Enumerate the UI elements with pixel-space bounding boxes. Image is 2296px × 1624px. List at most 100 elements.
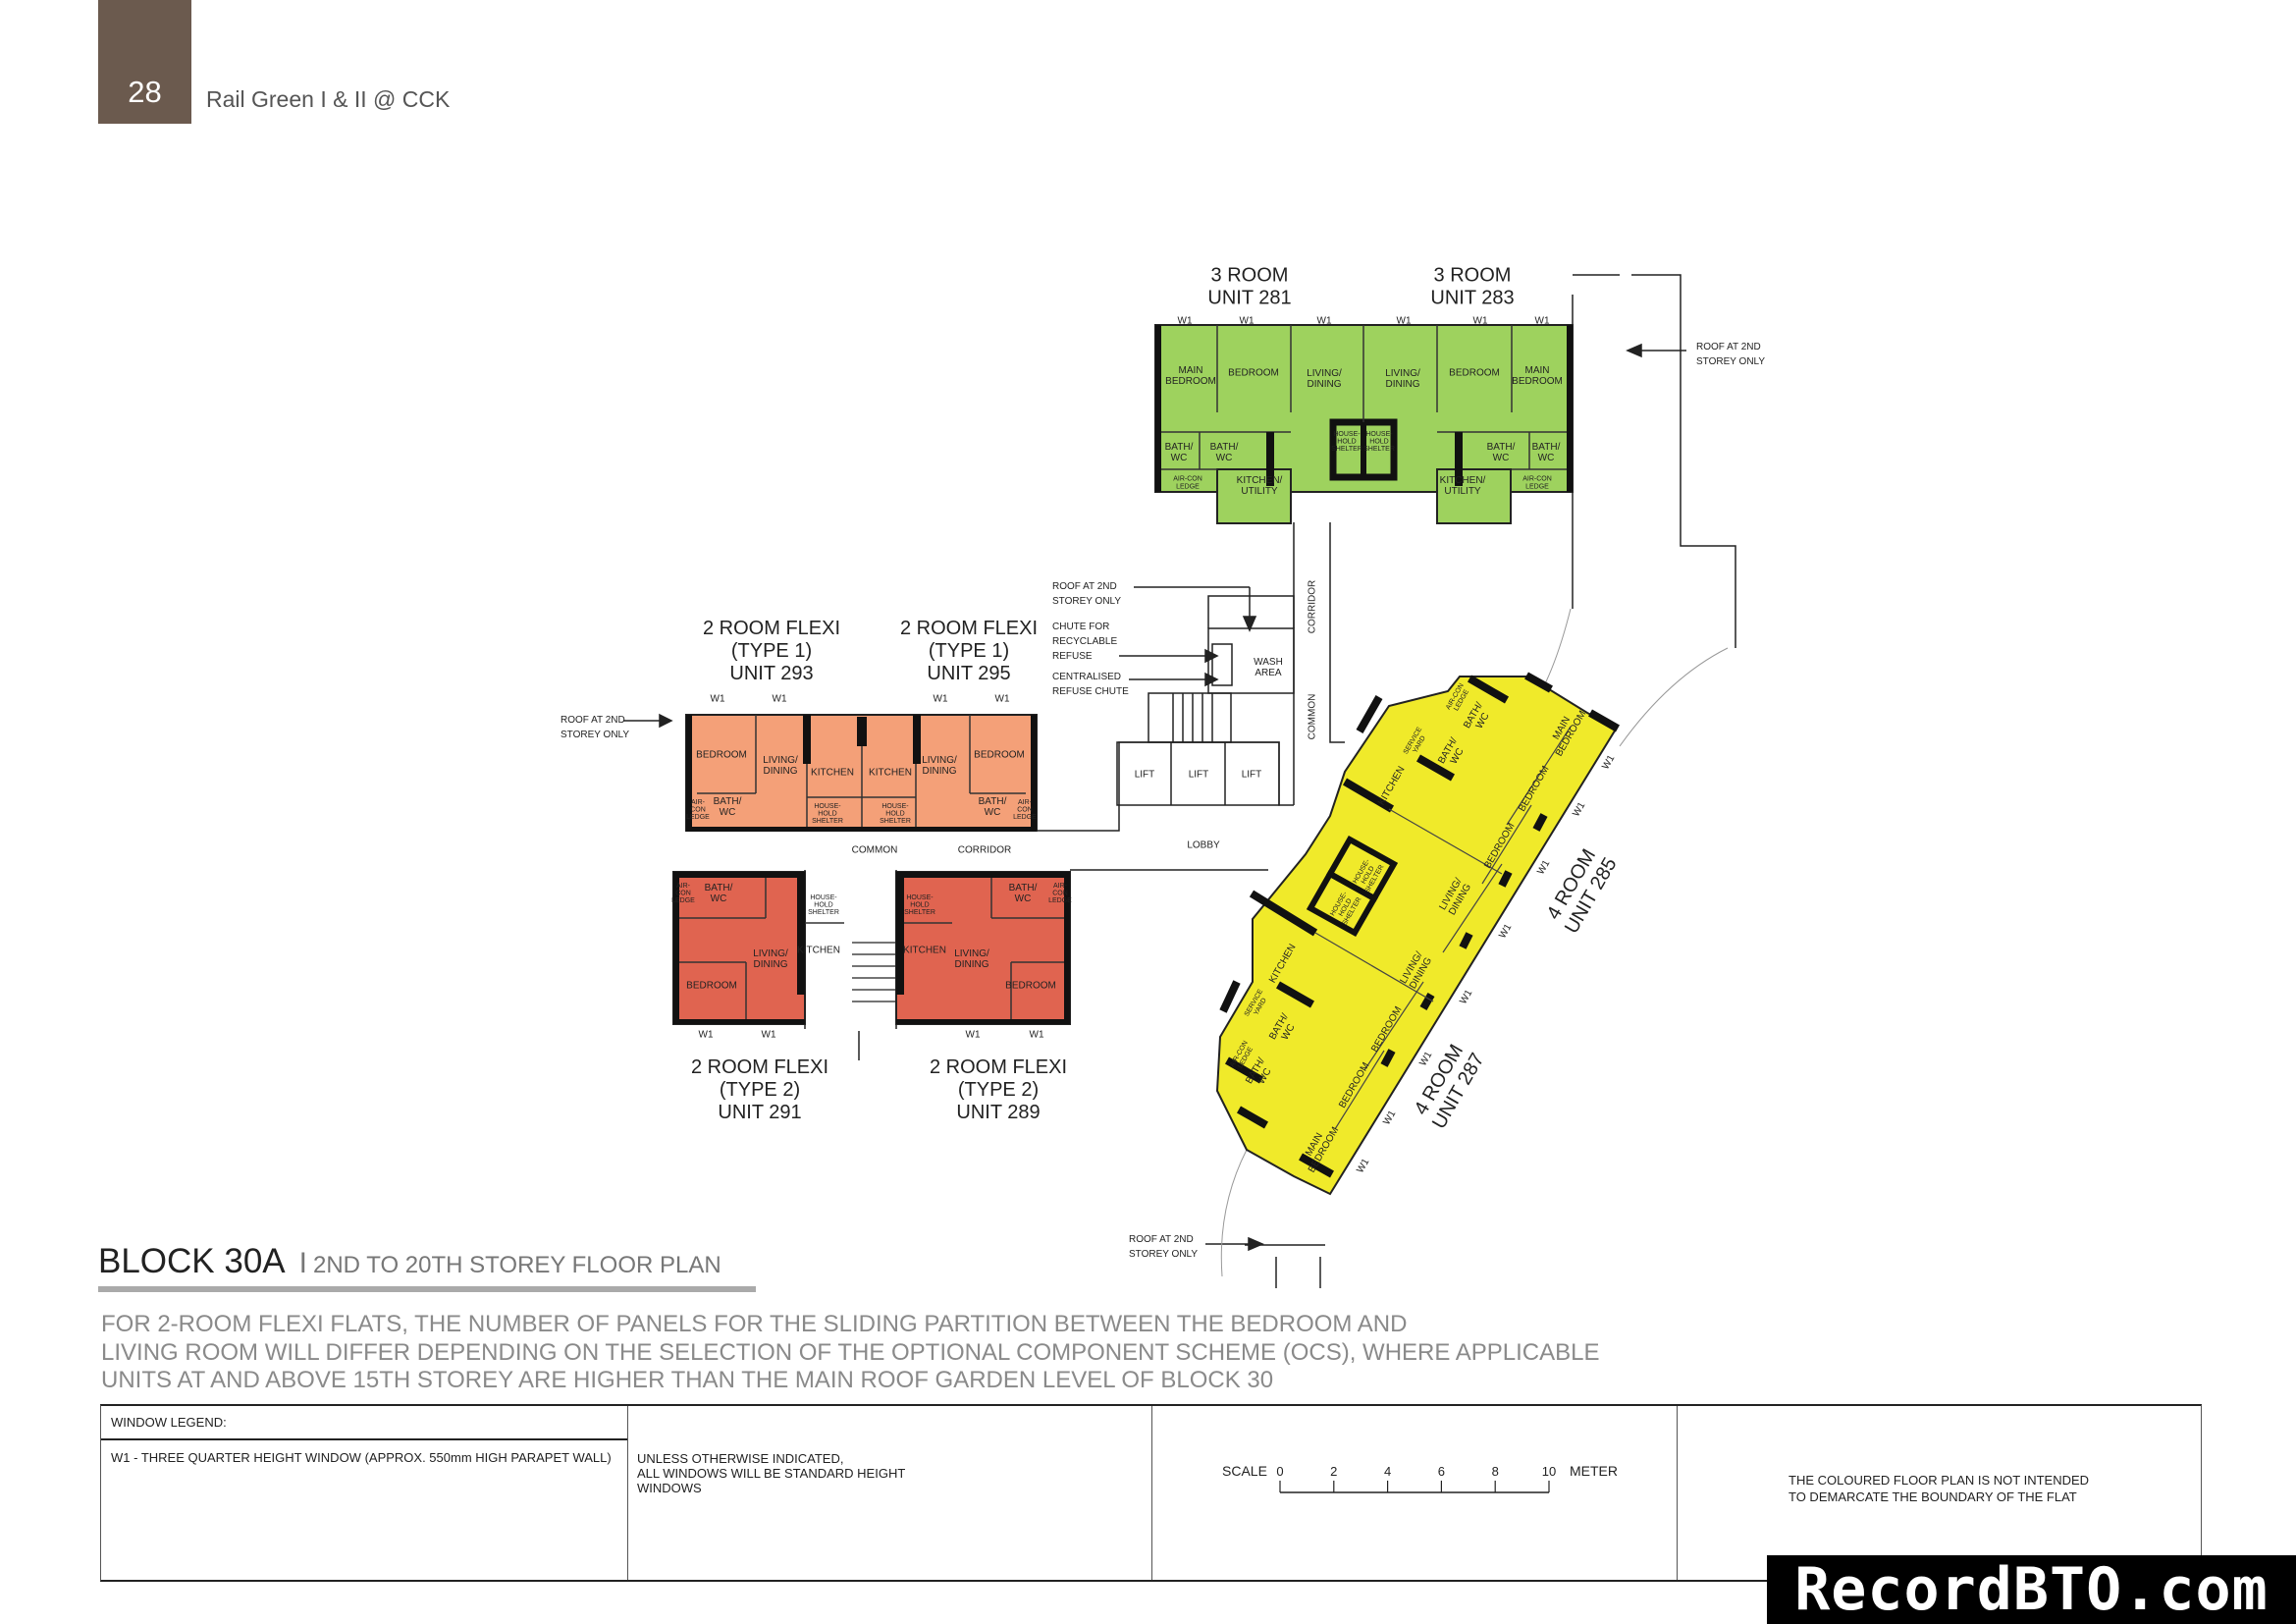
scale-tick-label: 6 (1438, 1464, 1445, 1479)
heading-underline (98, 1286, 756, 1292)
disclaimer-line: TO DEMARCATE THE BOUNDARY OF THE FLAT (1789, 1489, 2077, 1504)
window-legend-header: WINDOW LEGEND: (101, 1406, 627, 1440)
block-title: BLOCK 30A (98, 1242, 286, 1280)
window-label-w1: W1 (1178, 316, 1193, 327)
block-subtitle: 2ND TO 20TH STOREY FLOOR PLAN (313, 1252, 721, 1278)
unit-label-287: 4 ROOMUNIT 287 (1409, 1038, 1489, 1132)
window-label-w1: W1 (1030, 1030, 1044, 1041)
note-arrows (623, 343, 1686, 1252)
room-label: BEDROOM (1228, 368, 1279, 379)
chute-recyclable-note: CHUTE FOR (1052, 622, 1109, 632)
roof-note: STOREY ONLY (1129, 1249, 1198, 1260)
lift-label: LIFT (1242, 770, 1262, 781)
disclaimer-cell: THE COLOURED FLOOR PLAN IS NOT INTENDED … (1677, 1406, 2202, 1580)
note-line: LIVING ROOM WILL DIFFER DEPENDING ON THE… (101, 1338, 1600, 1366)
heading-separator: I (298, 1247, 307, 1279)
roof-note: STOREY ONLY (1696, 356, 1765, 367)
lift-label: LIFT (1135, 770, 1155, 781)
room-label: BATH/WC (1487, 442, 1516, 463)
page-number-box: 28 (98, 0, 191, 124)
note-line: UNITS AT AND ABOVE 15TH STOREY ARE HIGHE… (101, 1367, 1274, 1393)
common-label: COMMON (1308, 694, 1318, 740)
corridor-label: CORRIDOR (958, 845, 1011, 856)
room-label: BATH/WC (1009, 883, 1038, 904)
wall-segments (1219, 672, 1620, 1178)
window-label-w1: W1 (1535, 316, 1550, 327)
window-legend-w1: W1 - THREE QUARTER HEIGHT WINDOW (APPROX… (111, 1450, 612, 1465)
chute-recyclable-note: REFUSE (1052, 651, 1093, 662)
note-line: FOR 2-ROOM FLEXI FLATS, THE NUMBER OF PA… (101, 1311, 1408, 1337)
window-label-w1: W1 (711, 694, 725, 705)
window-label-w1: W1 (1317, 316, 1332, 327)
room-label: LIVING/DINING (954, 948, 989, 970)
room-label: LIVING/DINING (753, 948, 788, 970)
standard-window-cell: UNLESS OTHERWISE INDICATED, ALL WINDOWS … (627, 1406, 1152, 1580)
roof-note: ROOF AT 2ND (1052, 581, 1117, 592)
unit-293-295-2room-type1 (685, 714, 1038, 832)
unit-label-291: 2 ROOM FLEXI(TYPE 2)UNIT 291 (691, 1056, 828, 1123)
unit-label-293: 2 ROOM FLEXI(TYPE 1)UNIT 293 (703, 618, 840, 684)
common-label: COMMON (852, 845, 898, 856)
unit-285-287-4room (1215, 672, 1620, 1196)
unit-label-285: 4 ROOMUNIT 285 (1541, 842, 1622, 937)
window-label-w1: W1 (1473, 316, 1488, 327)
window-label-w1: W1 (762, 1030, 776, 1041)
unit-281-283-3room (1154, 324, 1574, 524)
page-number: 28 (128, 75, 162, 109)
room-label: KITCHEN (903, 946, 946, 956)
window-label-w1: W1 (1381, 1109, 1398, 1127)
roof-note: STOREY ONLY (1052, 596, 1121, 607)
window-legend-cell: WINDOW LEGEND: W1 - THREE QUARTER HEIGHT… (101, 1406, 628, 1580)
room-label: KITCHEN (811, 768, 854, 779)
window-label-w1: W1 (1497, 922, 1514, 941)
corridor-label: CORRIDOR (1308, 580, 1318, 633)
scale-label: SCALE (1222, 1463, 1267, 1479)
room-label: BATH/WC (979, 796, 1007, 818)
room-label: BEDROOM (1449, 368, 1500, 379)
window-label-w1: W1 (1240, 316, 1255, 327)
room-label: BATH/WC (1532, 442, 1561, 463)
room-label: BEDROOM (686, 981, 737, 992)
window-label-w1: W1 (1355, 1157, 1371, 1175)
chute-centralised-note: CENTRALISED (1052, 672, 1121, 682)
room-label: KITCHEN (869, 768, 912, 779)
window-label-w1: W1 (1535, 858, 1552, 877)
roof-note: ROOF AT 2ND (1129, 1234, 1194, 1245)
scale-tick-label: 4 (1384, 1464, 1391, 1479)
window-label-w1: W1 (995, 694, 1010, 705)
room-label: BATH/WC (1165, 442, 1194, 463)
window-label-w1: W1 (1571, 800, 1587, 819)
room-label: BATH/WC (705, 883, 733, 904)
disclaimer-line: THE COLOURED FLOOR PLAN IS NOT INTENDED (1789, 1473, 2090, 1488)
lift-label: LIFT (1189, 770, 1209, 781)
scale-tick-label: 0 (1276, 1464, 1283, 1479)
room-label: BEDROOM (1005, 981, 1056, 992)
household-shelters (1306, 835, 1399, 938)
room-label: LIVING/DINING (1307, 368, 1342, 390)
room-label: LIVING/DINING (763, 755, 798, 777)
window-label-w1: W1 (934, 694, 948, 705)
stairs (852, 942, 896, 1002)
window-label-w1: W1 (699, 1030, 714, 1041)
chute-centralised-note: REFUSE CHUTE (1052, 686, 1129, 697)
scale-tick-label: 2 (1330, 1464, 1337, 1479)
window-label-w1: W1 (1600, 753, 1617, 772)
room-label: BATH/WC (714, 796, 742, 818)
room-label: KITCHEN (797, 946, 840, 956)
scale-unit: METER (1570, 1463, 1618, 1479)
roof-note: ROOF AT 2ND (561, 715, 625, 726)
